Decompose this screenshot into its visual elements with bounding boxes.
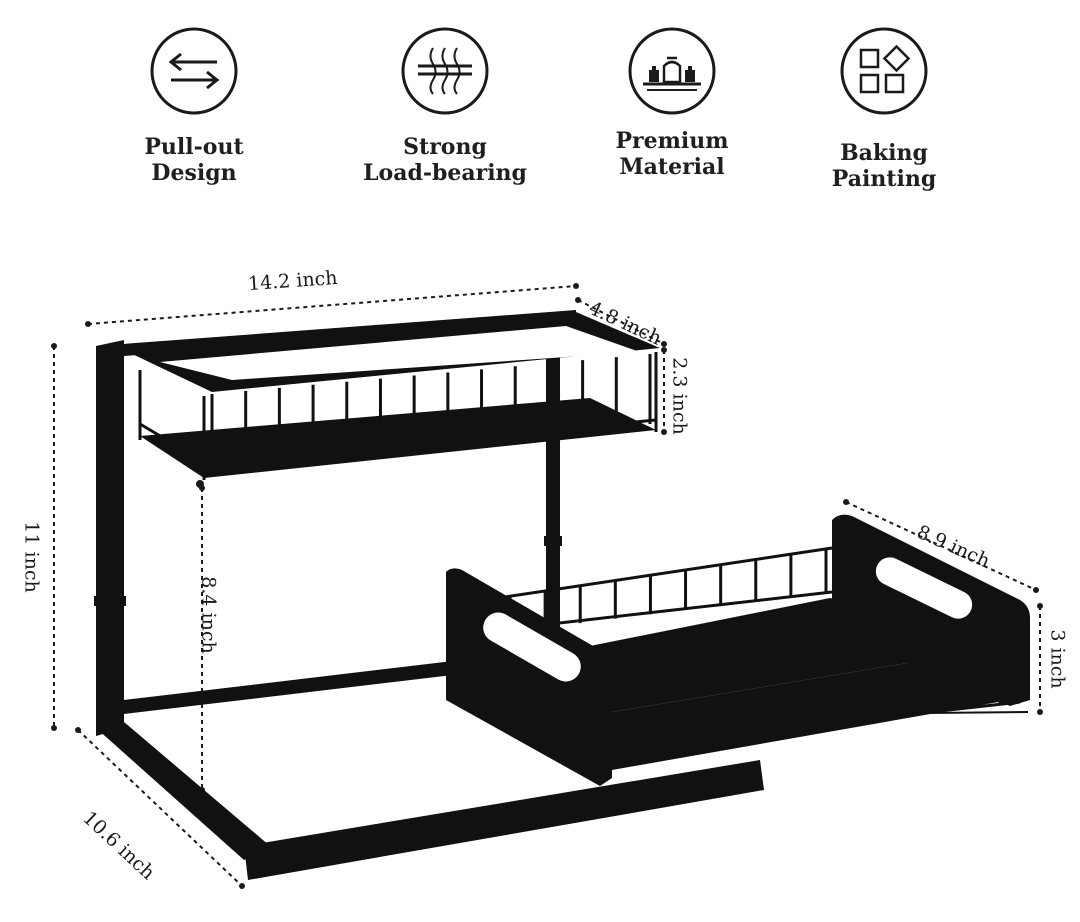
- feature-label: Premium Material: [615, 128, 729, 180]
- dimension-total-height-label: 11 inch: [20, 521, 43, 593]
- feature-premium-material: Premium Material: [572, 26, 772, 180]
- feature-pull-out-design: Pull-out Design: [94, 26, 294, 186]
- feature-label: Pull-out Design: [144, 134, 244, 186]
- pull-out-arrows-icon: [150, 27, 238, 115]
- feature-label: Strong Load-bearing: [363, 134, 527, 186]
- premium-material-icon: [628, 27, 716, 115]
- dimension-top-height-label: 2.3 inch: [668, 357, 691, 435]
- rack-frame: [94, 310, 1029, 880]
- baking-painting-icon: [840, 27, 928, 115]
- dimension-drawer-height-label: 3 inch: [1046, 629, 1069, 689]
- dimension-lines: [51, 283, 1043, 889]
- feature-label: Baking Painting: [831, 140, 937, 192]
- load-bearing-icon: [401, 27, 489, 115]
- top-basket: [128, 312, 660, 488]
- bottom-drawer: [446, 514, 1030, 786]
- dimension-shelf-gap-label: 8.4 inch: [197, 576, 220, 654]
- feature-baking-painting: Baking Painting: [784, 26, 984, 192]
- feature-strong-load-bearing: Strong Load-bearing: [345, 26, 545, 186]
